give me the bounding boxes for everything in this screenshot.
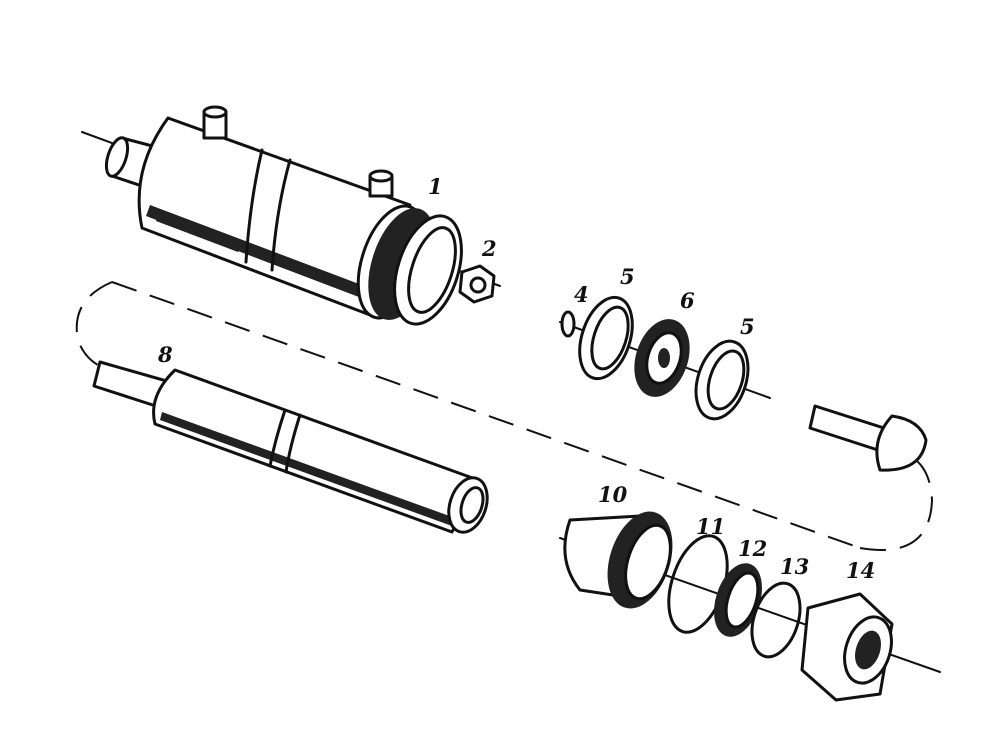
- label-part-12: 12: [738, 536, 767, 561]
- rod-end-head: [875, 414, 928, 472]
- gland-rings: [667, 534, 802, 659]
- nut: [458, 264, 496, 304]
- barrel-break-mark: [244, 148, 264, 264]
- nut-hole: [469, 276, 487, 294]
- label-part-11: 11: [696, 514, 725, 539]
- label-part-13: 13: [780, 554, 809, 579]
- barrel-rear-stub-end: [104, 136, 130, 178]
- ring-13: [750, 581, 802, 659]
- dashed-connector-left: [75, 281, 121, 373]
- label-part-1: 1: [428, 174, 443, 199]
- rod-break-mark: [268, 408, 287, 468]
- label-part-8: 8: [157, 342, 173, 367]
- gland: [563, 511, 673, 609]
- dashed-connector-main: [111, 281, 861, 549]
- seal-set: [560, 295, 750, 421]
- label-part-14: 14: [846, 558, 875, 583]
- ring-12-inner: [724, 571, 760, 629]
- barrel-break-mark-2: [270, 158, 292, 272]
- part-labels: 1 2 4 5 6 5 8 10 11 12 13 14: [157, 174, 875, 583]
- label-part-4: 4: [574, 282, 589, 307]
- rod-shade-stripe: [160, 412, 455, 526]
- rod-break-mark-2: [284, 413, 302, 474]
- rod-tube-body: [152, 368, 480, 534]
- rod-end-stub: [808, 404, 928, 472]
- o-ring-4: [560, 310, 576, 338]
- label-part-10: 10: [598, 482, 628, 507]
- ring-5-front-inner: [590, 305, 630, 371]
- label-part-2: 2: [481, 236, 497, 261]
- barrel-shade-stripe: [146, 205, 375, 302]
- piston-rod: [92, 360, 489, 534]
- label-part-5-front: 5: [620, 264, 635, 289]
- barrel-shade-stripe-2: [156, 215, 240, 252]
- end-cap-nut: [800, 592, 894, 702]
- ring-5-rear-inner: [706, 349, 746, 411]
- barrel-body: [137, 116, 412, 320]
- label-part-5-rear: 5: [740, 314, 755, 339]
- rod-tube-bore: [459, 486, 485, 524]
- label-part-6: 6: [680, 288, 695, 313]
- barrel-port-rear-top: [202, 105, 228, 119]
- end-cap-bore: [855, 630, 881, 670]
- barrel-port-front-top: [368, 169, 394, 183]
- gland-bore: [624, 523, 672, 601]
- piston-6-hub: [658, 348, 670, 368]
- cylinder-barrel: [104, 105, 463, 326]
- barrel-mouth-bore: [407, 226, 457, 314]
